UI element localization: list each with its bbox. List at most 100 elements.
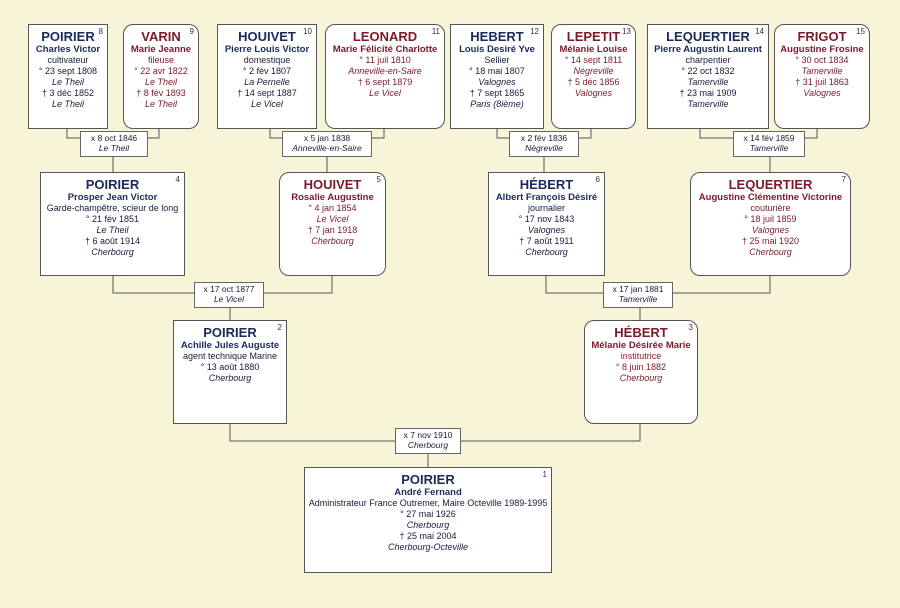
event-place: Valognes — [574, 88, 613, 98]
event-date: † 6 août 1914 — [84, 236, 141, 246]
person-given-names: Marie Jeanne — [130, 44, 192, 55]
event-place: Le Theil — [144, 77, 178, 87]
event-date: ° 8 juin 1882 — [615, 362, 667, 372]
event-place: Tamerville — [687, 77, 729, 87]
person-occupation: agent technique Marine — [182, 351, 278, 361]
event-place: Valognes — [803, 88, 841, 98]
event-place: Tamerville — [801, 66, 843, 76]
marriage-place: Anneville-en-Saire — [292, 143, 362, 153]
event-place: Cherbourg — [91, 247, 134, 257]
person-occupation: Sellier — [484, 55, 510, 65]
event-place: Le Theil — [144, 99, 178, 109]
marriage-date: x 2 fév 1836 — [520, 133, 568, 143]
event-date: † 25 mai 2004 — [399, 531, 457, 541]
event-place: Le Vicel — [251, 99, 283, 109]
marriage-date: x 8 oct 1846 — [90, 133, 138, 143]
person-surname: POIRIER — [401, 472, 455, 487]
event-date: † 8 fév 1893 — [136, 88, 186, 98]
person-given-names: Mélanie Désirée Marie — [591, 340, 691, 351]
person-occupation: journalier — [527, 203, 566, 213]
person-occupation: cultivateur — [47, 55, 89, 65]
person-given-names: Louis Desiré Yve — [459, 44, 535, 55]
event-place: Le Theil — [51, 99, 85, 109]
event-date: ° 14 sept 1811 — [564, 55, 623, 65]
event-date: † 7 jan 1918 — [307, 225, 358, 235]
event-date: † 25 mai 1920 — [741, 236, 800, 246]
marriage-place: Cherbourg — [407, 440, 449, 450]
person-number: 3 — [688, 323, 693, 332]
person-occupation: couturière — [750, 203, 791, 213]
event-date: † 7 sept 1865 — [469, 88, 525, 98]
person-surname: LEQUERTIER — [728, 177, 813, 192]
person-surname: HEBERT — [470, 29, 524, 44]
person-number: 2 — [277, 323, 282, 332]
event-place: Cherbourg — [406, 520, 450, 530]
event-place: La Pernelle — [244, 77, 290, 87]
marriage-place: Tamerville — [749, 143, 789, 153]
person-surname: FRIGOT — [797, 29, 847, 44]
marriage-date: x 5 jan 1838 — [303, 133, 351, 143]
person-given-names: Augustine Frosine — [780, 44, 864, 55]
person-surname: HÉBERT — [519, 177, 574, 192]
event-date: ° 17 nov 1843 — [518, 214, 575, 224]
event-place: Anneville-en-Saire — [348, 66, 422, 76]
person-surname: LEPETIT — [566, 29, 621, 44]
event-date: † 23 mai 1909 — [679, 88, 737, 98]
event-place: Le Vicel — [369, 88, 401, 98]
person-occupation: institutrice — [620, 351, 662, 361]
person-surname: HOUIVET — [238, 29, 296, 44]
event-date: ° 11 juil 1810 — [359, 55, 411, 65]
event-date: † 31 juil 1863 — [795, 77, 849, 87]
person-given-names: Marie Félicité Charlotte — [332, 44, 438, 55]
event-place: Le Theil — [96, 225, 129, 235]
person-number: 1 — [542, 470, 547, 479]
person-number: 9 — [189, 27, 194, 36]
event-date: ° 18 mai 1807 — [469, 66, 525, 76]
event-date: † 7 août 1911 — [519, 236, 574, 246]
person-number: 6 — [595, 175, 600, 184]
marriage-date: x 17 jan 1881 — [612, 284, 664, 294]
marriage-place: Le Vicel — [213, 294, 245, 304]
person-given-names: Rosalie Augustine — [291, 192, 374, 203]
person-occupation: charpentier — [685, 55, 731, 65]
event-place: Le Vicel — [316, 214, 349, 224]
person-given-names: Mélanie Louise — [559, 44, 628, 55]
event-date: ° 2 fév 1807 — [242, 66, 292, 76]
event-place: Le Theil — [51, 77, 85, 87]
event-place: Cherbourg — [311, 236, 354, 246]
marriage-place: Le Theil — [98, 143, 130, 153]
event-place: Tamerville — [687, 99, 729, 109]
event-place: Valognes — [751, 225, 790, 235]
person-occupation: Administrateur France Outremer, Maire Oc… — [308, 498, 548, 508]
marriage-date: x 17 oct 1877 — [203, 284, 255, 294]
event-place: Cherbourg — [208, 373, 252, 383]
person-surname: POIRIER — [85, 177, 140, 192]
person-number: 5 — [376, 175, 381, 184]
person-given-names: Pierre Louis Victor — [224, 44, 310, 55]
person-given-names: Achille Jules Auguste — [180, 340, 280, 351]
event-date: ° 23 sept 1808 — [38, 66, 98, 76]
person-surname: LEONARD — [352, 29, 418, 44]
person-given-names: Prosper Jean Victor — [67, 192, 158, 203]
event-date: ° 18 juil 1859 — [744, 214, 797, 224]
